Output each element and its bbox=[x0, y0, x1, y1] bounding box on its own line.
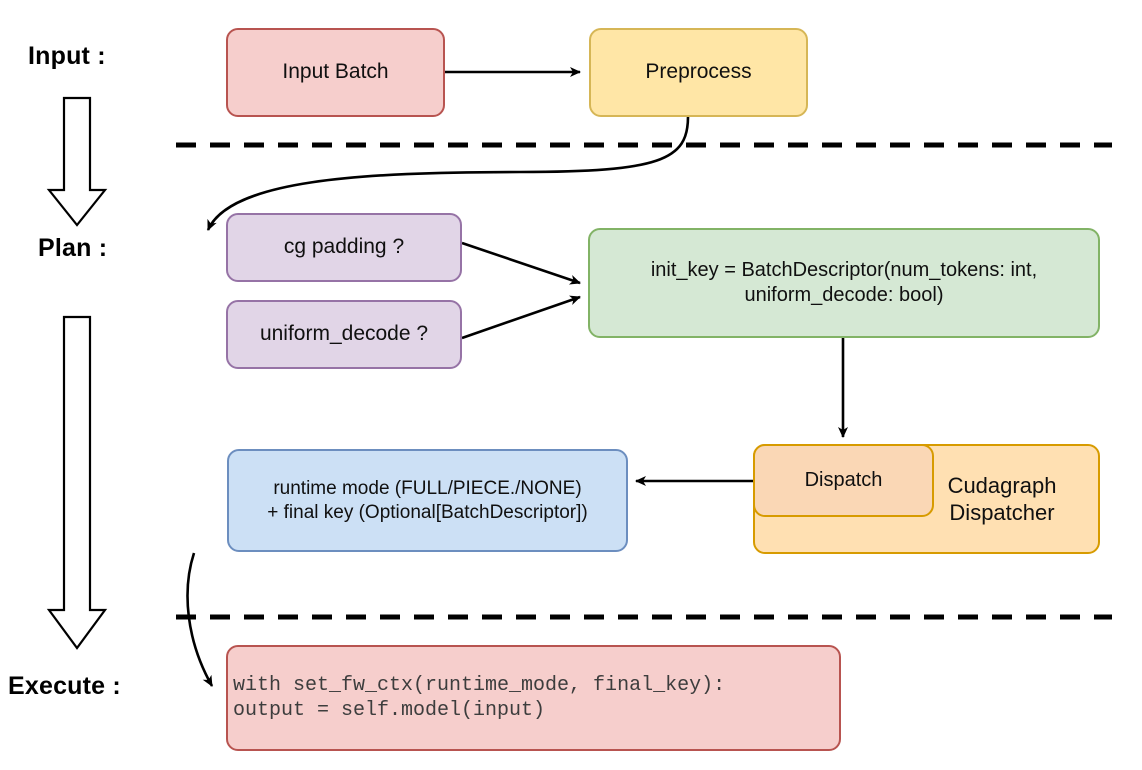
stage-label-plan: Plan : bbox=[38, 234, 108, 262]
node-execute-code[interactable]: with set_fw_ctx(runtime_mode, final_key)… bbox=[226, 645, 841, 751]
node-dispatch[interactable]: Dispatch bbox=[753, 444, 934, 517]
edge-cg-padding-to-init-key bbox=[461, 241, 581, 285]
node-uniform-decode[interactable]: uniform_decode ? bbox=[226, 300, 462, 369]
plan-to-execute-arrow bbox=[46, 315, 108, 650]
edge-uniform-decode-to-init-key bbox=[461, 295, 581, 340]
edge-runtime-mode-to-exec-code bbox=[186, 552, 214, 687]
node-preprocess[interactable]: Preprocess bbox=[589, 28, 808, 117]
node-input-batch[interactable]: Input Batch bbox=[226, 28, 445, 117]
cudagraph-dispatcher-label: Cudagraph Dispatcher bbox=[947, 472, 1057, 526]
input-to-plan-arrow bbox=[46, 96, 108, 227]
node-init-key[interactable]: init_key = BatchDescriptor(num_tokens: i… bbox=[588, 228, 1100, 338]
stage-label-execute: Execute : bbox=[8, 672, 121, 700]
stage-label-input: Input : bbox=[28, 42, 106, 70]
node-runtime-mode[interactable]: runtime mode (FULL/PIECE./NONE) + final … bbox=[227, 449, 628, 552]
node-cg-padding[interactable]: cg padding ? bbox=[226, 213, 462, 282]
